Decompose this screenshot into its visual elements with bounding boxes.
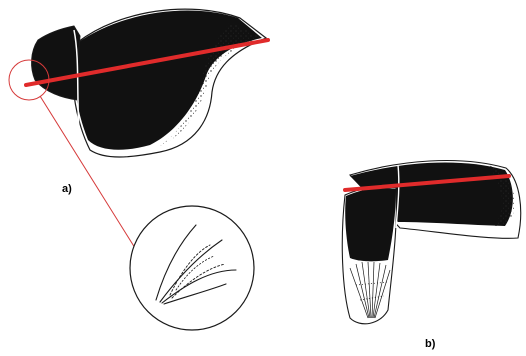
specimen-b-lower-lobe-dark <box>345 188 396 261</box>
specimen-b <box>342 161 520 324</box>
callout-zoom-circle <box>130 206 254 330</box>
panel-label-b: b) <box>425 338 435 350</box>
specimen-a <box>26 9 268 157</box>
panel-label-a: a) <box>62 183 72 195</box>
